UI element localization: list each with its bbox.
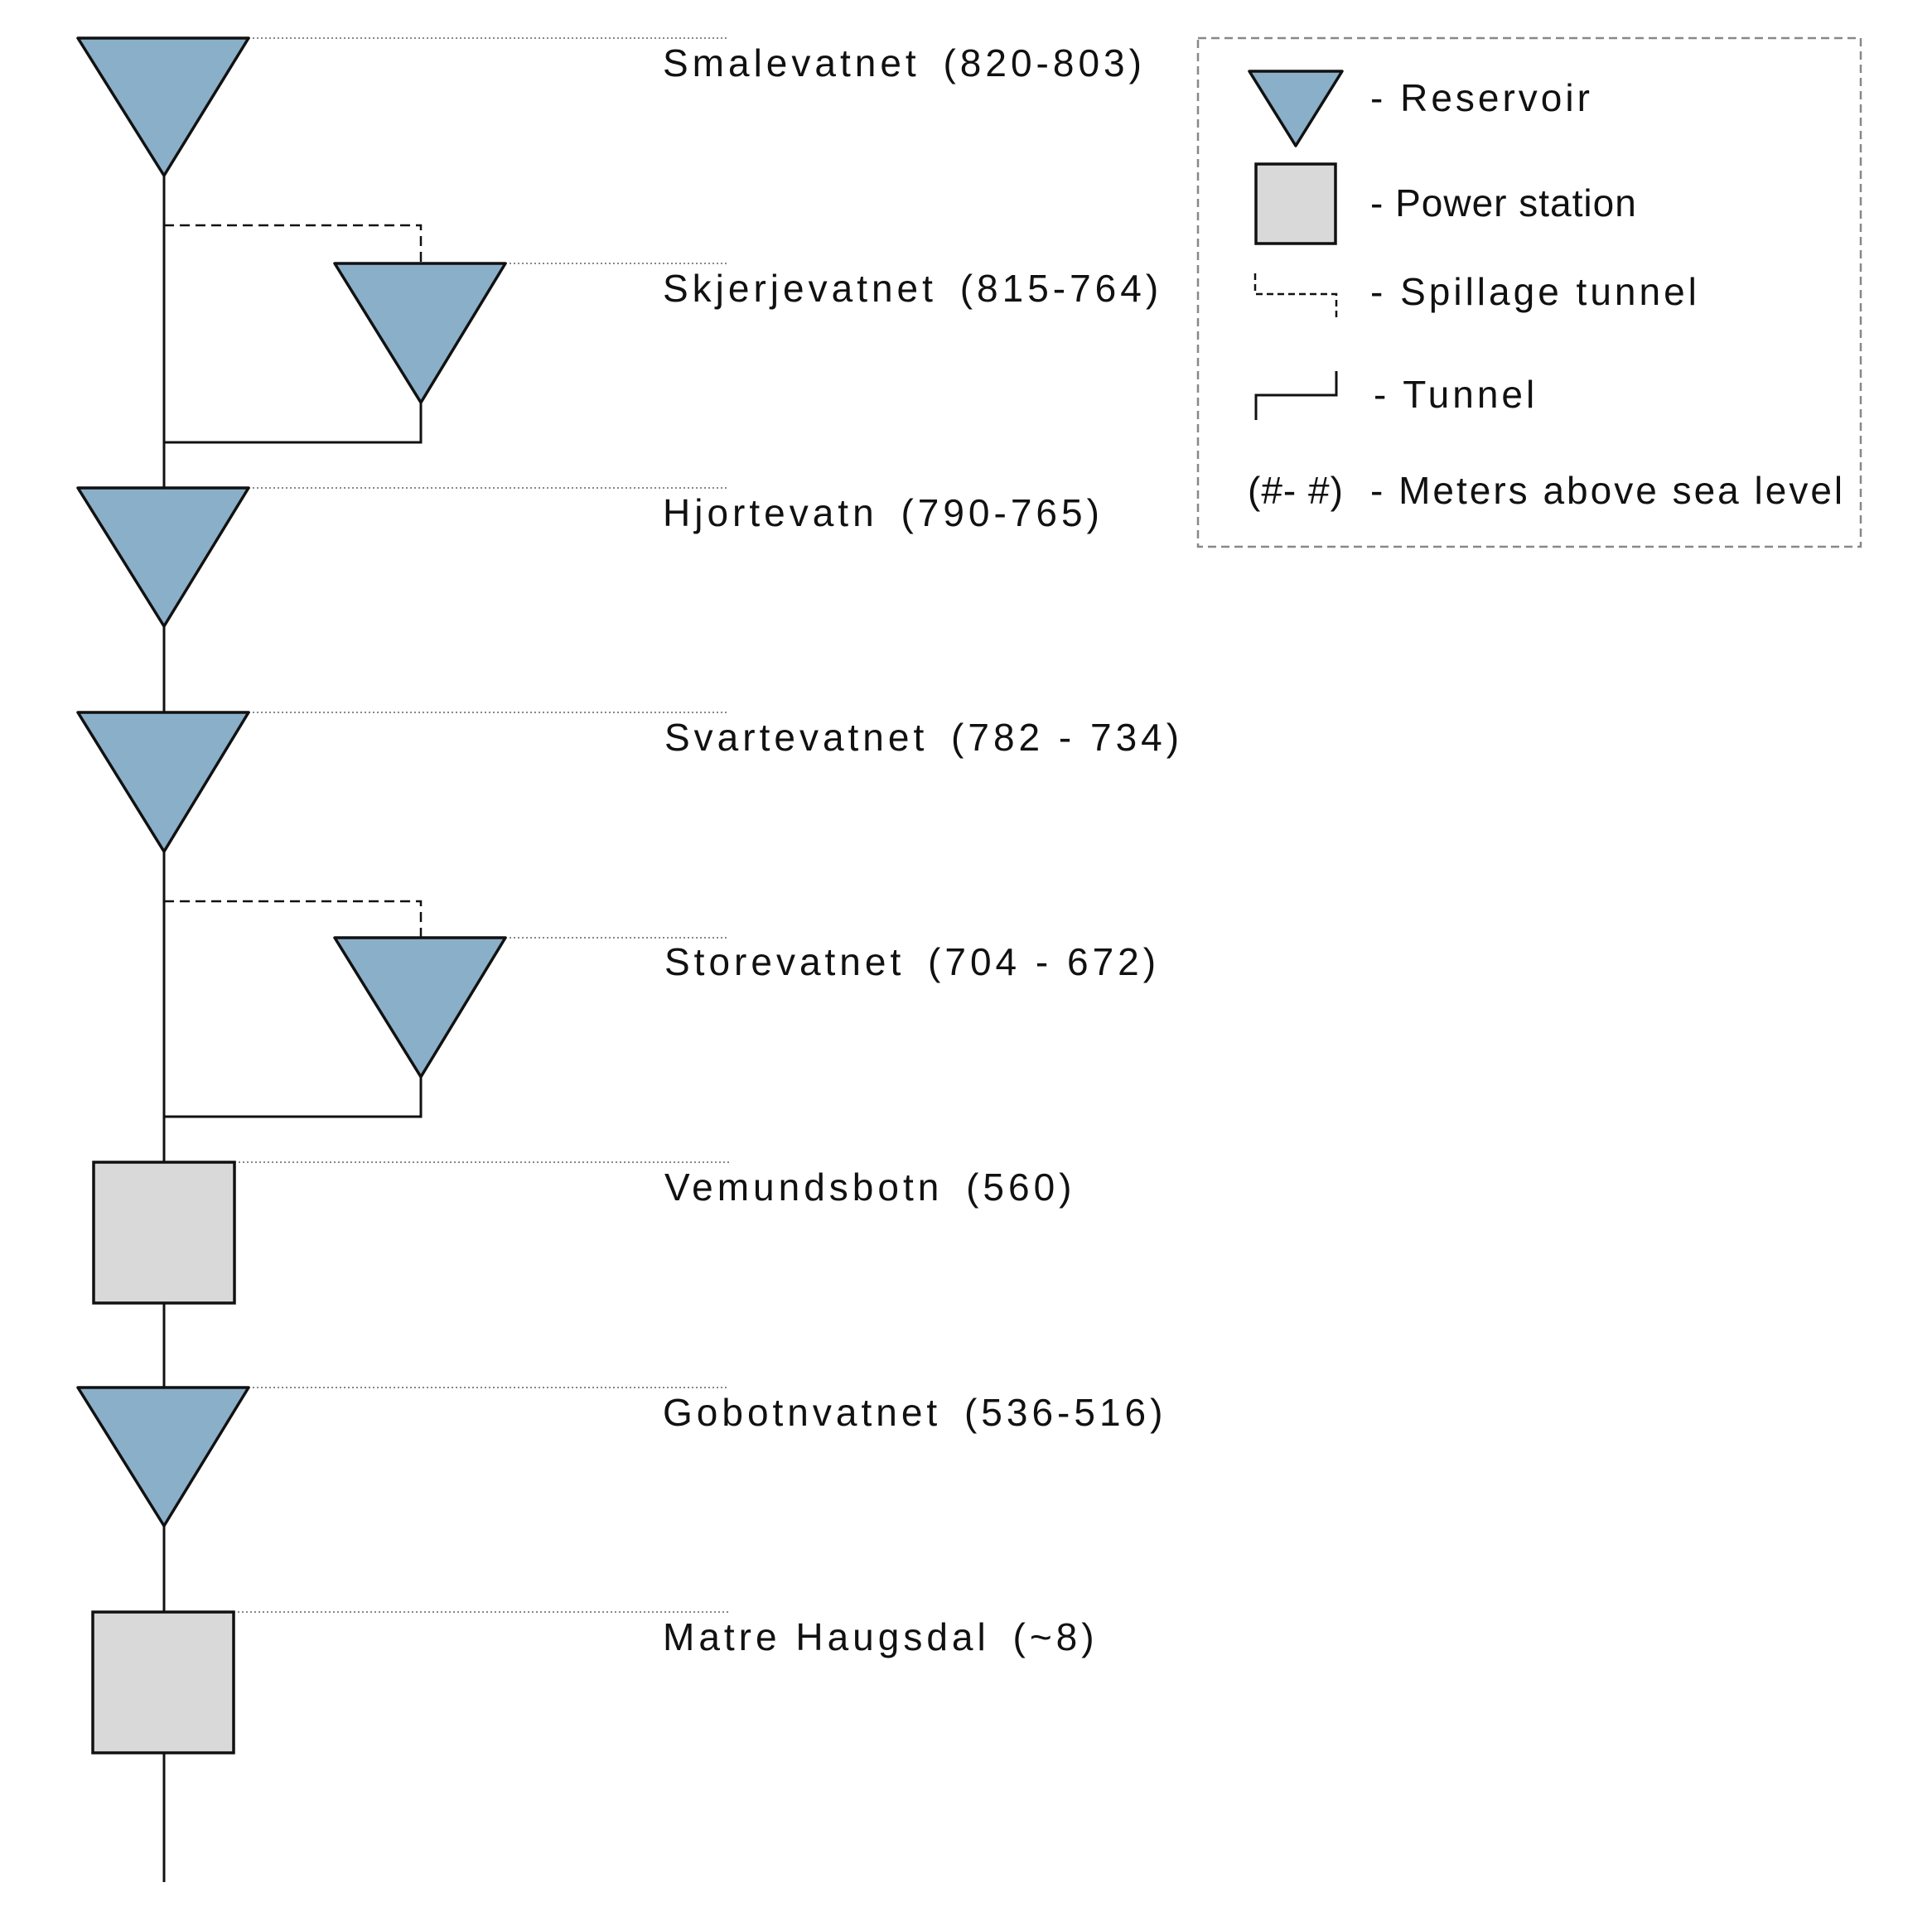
node-name: Skjerjevatnet (663, 267, 937, 310)
legend-spillage-tunnel-icon (1253, 273, 1338, 319)
guide-lines (234, 37, 729, 1613)
node-label-vemundsbotn: Vemundsbotn (560) (664, 1166, 1076, 1209)
legend-elevation-symbol: (#- #) (1248, 469, 1344, 512)
node-name: Vemundsbotn (664, 1166, 943, 1209)
node-elevation: (~8) (1013, 1615, 1099, 1658)
spillage-tunnel-branch (164, 224, 423, 263)
node-name: Svartevatnet (664, 716, 928, 759)
node-name: Hjortevatn (663, 491, 878, 534)
reservoir-triangle-icon (333, 262, 507, 404)
reservoir-triangle-icon (76, 711, 250, 853)
tunnel-branch (164, 403, 423, 444)
reservoir-triangle-icon (333, 936, 507, 1079)
reservoir-triangle-icon (76, 1386, 250, 1528)
legend-spillage-tunnel-label: - Spillage tunnel (1370, 270, 1700, 313)
node-label-gobotnvatnet: Gobotnvatnet (536-516) (663, 1391, 1166, 1434)
legend-reservoir-label: - Reservoir (1370, 76, 1593, 119)
node-name: Smalevatnet (663, 41, 920, 84)
node-elevation: (536-516) (964, 1391, 1166, 1434)
legend-border (1196, 36, 1862, 548)
tunnel-branch (164, 1077, 423, 1118)
node-label-hjortevatn: Hjortevatn (790-765) (663, 491, 1104, 534)
legend-reservoir-icon (1248, 70, 1344, 147)
legend-power-station-icon (1254, 162, 1337, 245)
node-elevation: (704 - 672) (928, 940, 1160, 983)
legend-tunnel-icon (1254, 371, 1338, 420)
legend-elevation-label: - Meters above sea level (1370, 469, 1845, 512)
node-label-matre-haugsdal: Matre Haugsdal (~8) (663, 1615, 1099, 1658)
node-elevation: (560) (966, 1166, 1075, 1209)
node-label-svartevatnet: Svartevatnet (782 - 734) (664, 716, 1183, 759)
node-elevation: (815-764) (960, 267, 1162, 310)
legend-power-station-label: - Power station (1370, 181, 1637, 224)
reservoir-triangle-icon (76, 486, 250, 628)
node-label-smalevatnet: Smalevatnet (820-803) (663, 41, 1146, 84)
node-elevation: (820-803) (943, 41, 1145, 84)
node-name: Matre Haugsdal (663, 1615, 990, 1658)
spillage-tunnel-branch (164, 900, 423, 938)
legend: - Reservoir - Power station - Spillage t… (1196, 36, 1862, 548)
power-station-square-icon (91, 1610, 235, 1754)
node-name: Storevatnet (664, 940, 905, 983)
reservoir-triangle-icon (76, 36, 250, 177)
legend-tunnel-label: - Tunnel (1374, 373, 1538, 416)
node-label-storevatnet: Storevatnet (704 - 672) (664, 940, 1160, 983)
node-name: Gobotnvatnet (663, 1391, 941, 1434)
node-label-skjerjevatnet: Skjerjevatnet (815-764) (663, 267, 1162, 310)
node-elevation: (790-765) (901, 491, 1103, 534)
node-elevation: (782 - 734) (951, 716, 1183, 759)
power-station-square-icon (92, 1161, 236, 1305)
